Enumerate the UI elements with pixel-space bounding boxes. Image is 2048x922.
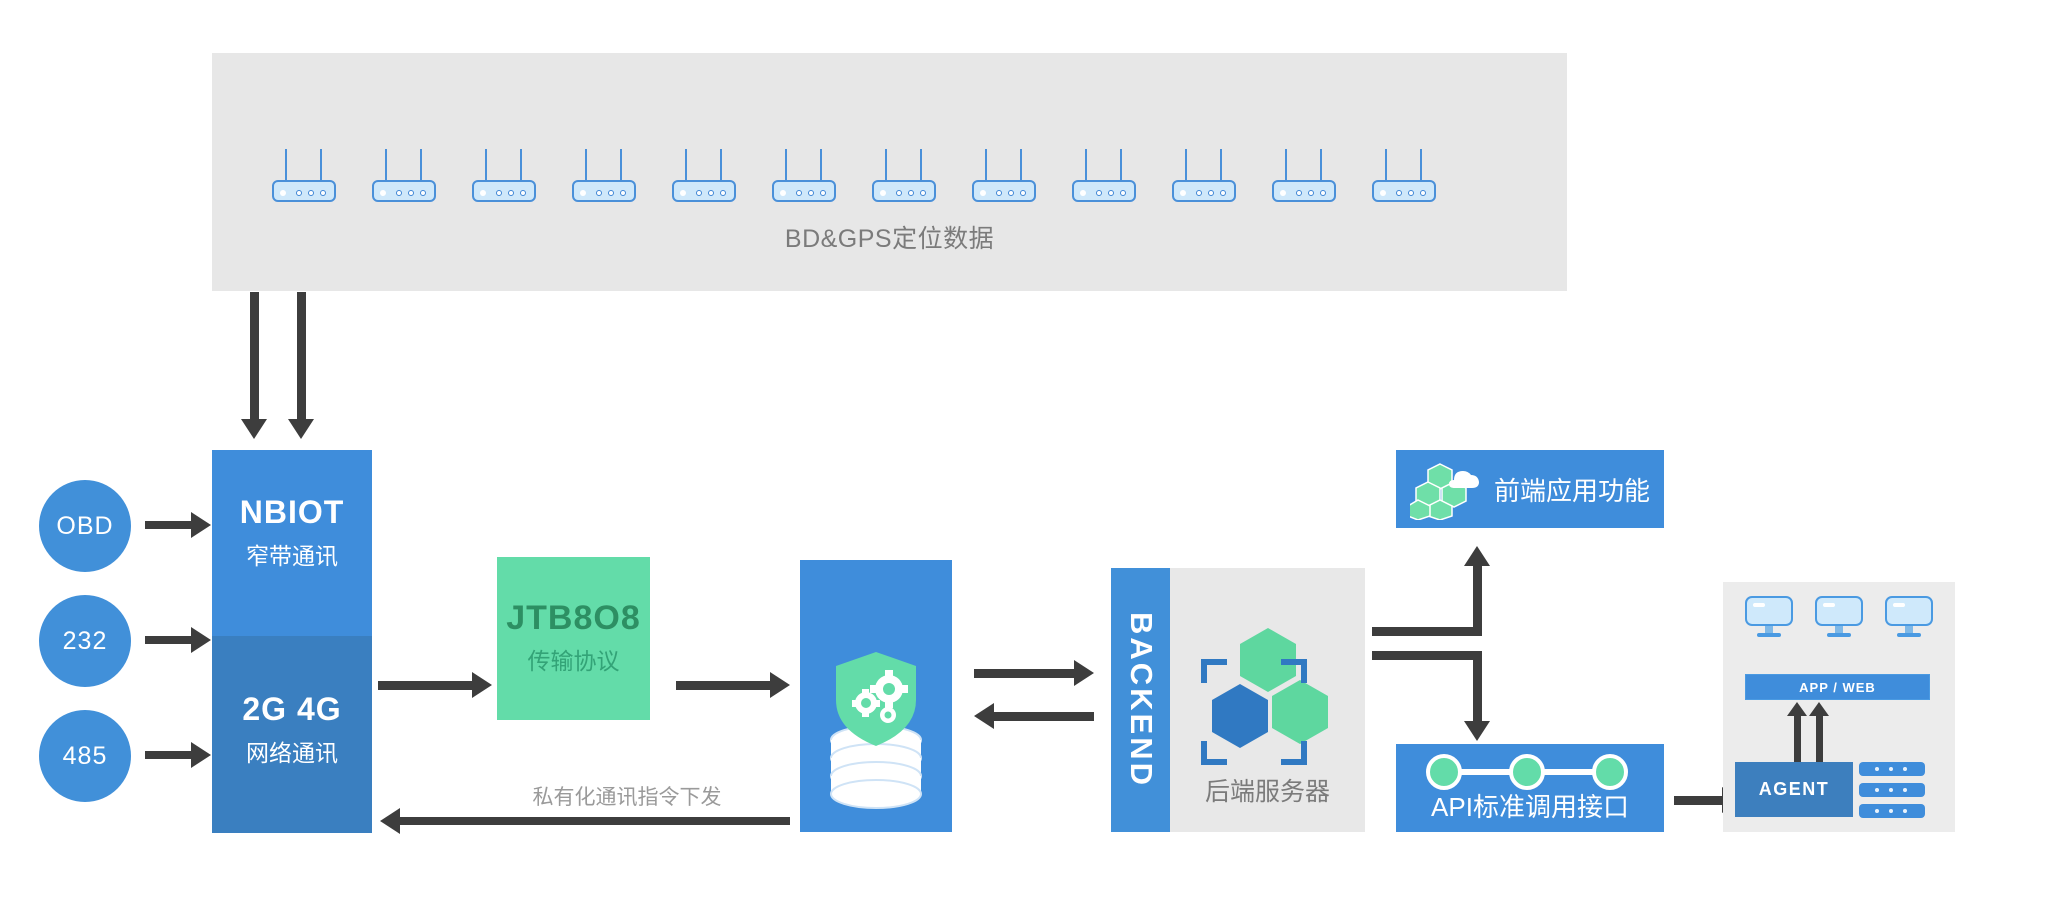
arrow-agent-to-appweb-1-line bbox=[1794, 714, 1801, 762]
arrow-232-head bbox=[191, 627, 211, 653]
router-icon bbox=[1072, 149, 1138, 205]
monitor-icon-3 bbox=[1885, 596, 1933, 640]
arrow-nbiot-to-protocol-line bbox=[378, 681, 472, 690]
server-rack-icon-1 bbox=[1859, 762, 1925, 776]
nbiot-title: NBIOT bbox=[239, 494, 345, 530]
router-icon bbox=[372, 149, 438, 205]
router-icon-row bbox=[212, 149, 1567, 209]
router-icon bbox=[572, 149, 638, 205]
arrow-485-head bbox=[191, 742, 211, 768]
router-icon bbox=[1372, 149, 1438, 205]
arrow-obd-line bbox=[145, 521, 191, 529]
agent-box[interactable]: AGENT bbox=[1735, 762, 1853, 817]
router-icon bbox=[472, 149, 538, 205]
monitor-icon-1 bbox=[1745, 596, 1793, 640]
arrow-private-command-line bbox=[400, 817, 790, 825]
frontend-app-box[interactable]: 前端应用功能 bbox=[1396, 450, 1664, 528]
database-shield-gears-icon bbox=[830, 652, 922, 809]
arrow-agent-to-appweb-1-head bbox=[1787, 702, 1807, 716]
backend-vertical-bar: BACKEND bbox=[1111, 568, 1170, 832]
hexagon-cluster-scan-icon bbox=[1201, 628, 1328, 765]
arrow-panel-to-nbiot-1-head bbox=[241, 419, 267, 439]
arrow-protocol-to-db-line bbox=[676, 681, 770, 690]
source-circle-485[interactable]: 485 bbox=[39, 710, 131, 802]
source-circle-232[interactable]: 232 bbox=[39, 595, 131, 687]
arrow-obd-head bbox=[191, 512, 211, 538]
mobile-network-subtitle: 网络通讯 bbox=[246, 740, 338, 766]
arrow-backend-to-db-head bbox=[974, 703, 994, 729]
mobile-network-title: 2G 4G bbox=[242, 691, 342, 727]
arrow-api-to-agent-line bbox=[1674, 796, 1722, 805]
arrow-agent-to-appweb-2-line bbox=[1816, 714, 1823, 762]
source-circle-232-label: 232 bbox=[62, 626, 108, 655]
arrow-485-line bbox=[145, 751, 191, 759]
elbow-backend-to-api-head bbox=[1464, 721, 1490, 741]
agent-panel: APP / WEB AGENT bbox=[1723, 582, 1955, 832]
arrow-db-to-backend-line bbox=[974, 669, 1074, 678]
arrow-232-line bbox=[145, 636, 191, 644]
nbiot-top-block[interactable]: NBIOT 窄带通讯 bbox=[212, 450, 372, 636]
mobile-network-block[interactable]: 2G 4G 网络通讯 bbox=[212, 636, 372, 833]
router-icon bbox=[1272, 149, 1338, 205]
router-icon bbox=[872, 149, 938, 205]
router-icon bbox=[672, 149, 738, 205]
router-icon bbox=[972, 149, 1038, 205]
elbow-backend-to-frontend-head bbox=[1464, 546, 1490, 566]
database-box[interactable] bbox=[800, 560, 952, 832]
backend-server[interactable]: BACKEND 后端服务器 bbox=[1111, 568, 1365, 832]
agent-label: AGENT bbox=[1758, 779, 1830, 799]
arrow-panel-to-nbiot-2-head bbox=[288, 419, 314, 439]
sensor-panel: BD&GPS定位数据 bbox=[212, 53, 1567, 291]
elbow-backend-to-api-horizontal bbox=[1372, 651, 1482, 660]
sensor-panel-caption: BD&GPS定位数据 bbox=[784, 225, 995, 253]
appweb-label: APP / WEB bbox=[1799, 679, 1876, 695]
router-icon bbox=[1172, 149, 1238, 205]
arrow-backend-to-db-line bbox=[994, 712, 1094, 721]
router-icon bbox=[272, 149, 338, 205]
arrow-private-command-head bbox=[380, 808, 400, 834]
backend-body-label: 后端服务器 bbox=[1204, 778, 1330, 806]
arrow-panel-to-nbiot-2-line bbox=[297, 292, 306, 419]
elbow-backend-to-frontend-horizontal bbox=[1372, 627, 1482, 636]
nbiot-column: NBIOT 窄带通讯 2G 4G 网络通讯 bbox=[212, 450, 372, 833]
backend-bar-label: BACKEND bbox=[1123, 612, 1159, 788]
nbiot-subtitle: 窄带通讯 bbox=[246, 543, 338, 569]
router-icon bbox=[772, 149, 838, 205]
api-label: API标准调用接口 bbox=[1431, 792, 1629, 822]
arrow-nbiot-to-protocol-head bbox=[472, 672, 492, 698]
api-box[interactable]: API标准调用接口 bbox=[1396, 744, 1664, 832]
backend-body: 后端服务器 bbox=[1170, 568, 1365, 832]
protocol-subtitle: 传输协议 bbox=[527, 648, 620, 674]
source-circle-485-label: 485 bbox=[62, 741, 108, 770]
elbow-backend-to-api-vertical bbox=[1473, 651, 1482, 721]
elbow-backend-to-frontend-vertical bbox=[1473, 566, 1482, 636]
private-command-label: 私有化通讯指令下发 bbox=[532, 786, 722, 809]
monitor-icon-2 bbox=[1815, 596, 1863, 640]
protocol-title: JTB8O8 bbox=[506, 599, 641, 637]
node-chain-icon bbox=[1426, 754, 1628, 790]
frontend-app-label: 前端应用功能 bbox=[1494, 475, 1651, 506]
appweb-bar[interactable]: APP / WEB bbox=[1745, 674, 1930, 700]
server-rack-icon-2 bbox=[1859, 783, 1925, 797]
source-circle-obd[interactable]: OBD bbox=[39, 480, 131, 572]
source-circle-obd-label: OBD bbox=[56, 511, 114, 540]
arrow-protocol-to-db-head bbox=[770, 672, 790, 698]
cloud-cubes-icon bbox=[1410, 463, 1479, 520]
arrow-agent-to-appweb-2-head bbox=[1809, 702, 1829, 716]
server-rack-icon-3 bbox=[1859, 804, 1925, 818]
arrow-panel-to-nbiot-1-line bbox=[250, 292, 259, 419]
arrow-db-to-backend-head bbox=[1074, 660, 1094, 686]
protocol-box[interactable]: JTB8O8 传输协议 bbox=[497, 557, 650, 720]
